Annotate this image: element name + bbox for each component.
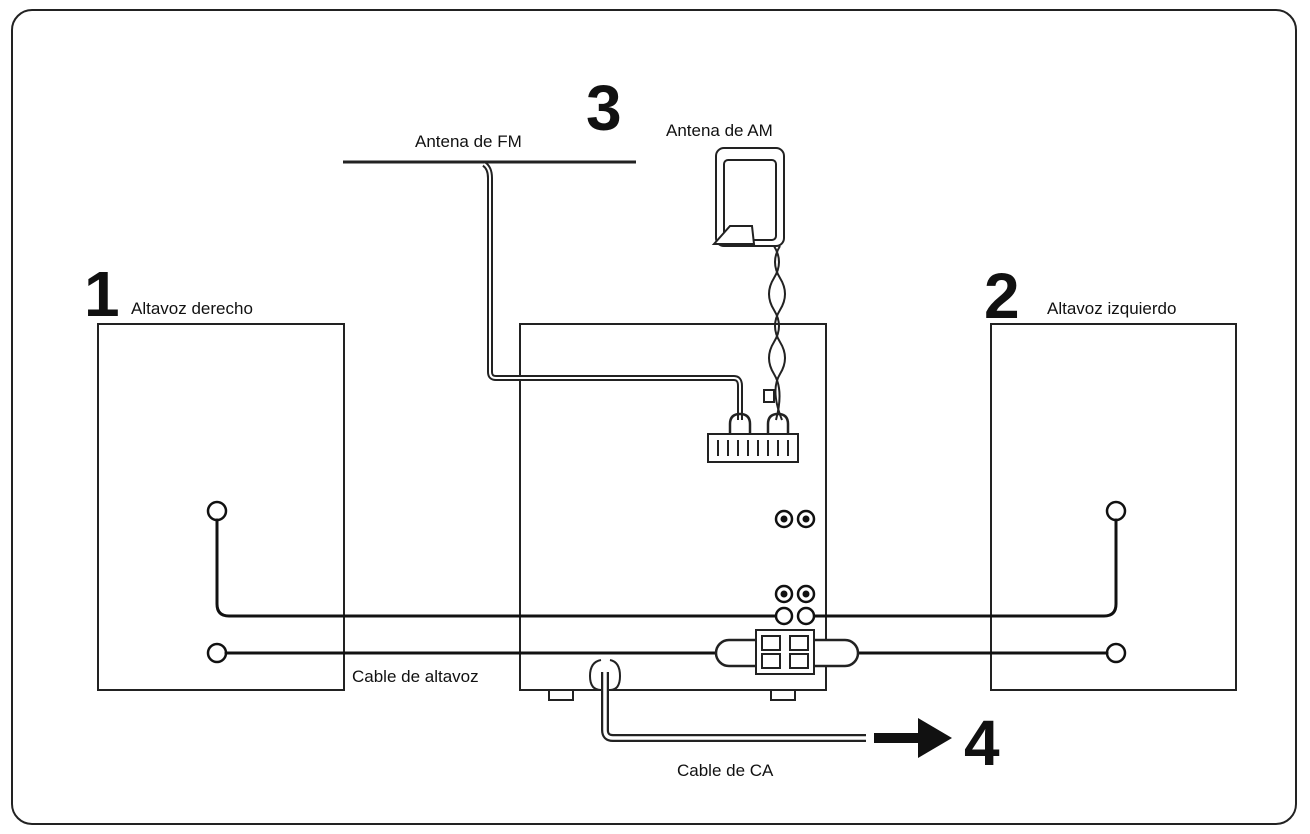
- ac-power-cable: [588, 659, 866, 742]
- am-loop-antenna: [711, 147, 786, 421]
- speaker-terminal-block: [714, 629, 860, 675]
- antenna-terminal-block: [707, 412, 799, 463]
- speaker-cable-label: Cable de altavoz: [352, 667, 479, 686]
- left-speaker-terminal-bottom: [1105, 642, 1127, 664]
- fm-antenna-label: Antena de FM: [415, 132, 522, 151]
- right-speaker-label: Altavoz derecho: [131, 299, 253, 318]
- arrow-to-step-4-icon: [874, 718, 952, 758]
- main-unit-jacks: [774, 509, 816, 604]
- left-speaker-terminal-top: [1105, 500, 1127, 522]
- fm-antenna: [343, 160, 743, 420]
- step-1-number: 1: [84, 258, 120, 330]
- right-speaker-terminal-bottom: [206, 642, 228, 664]
- left-speaker-label: Altavoz izquierdo: [1047, 299, 1176, 318]
- main-unit-foot-left: [548, 689, 574, 701]
- speaker-plug-left: [796, 606, 816, 626]
- step-4-number: 4: [964, 707, 1000, 779]
- step-2-number: 2: [984, 260, 1020, 332]
- speaker-cables: [215, 518, 1118, 655]
- main-unit-foot-right: [770, 689, 796, 701]
- right-speaker-terminal-top: [206, 500, 228, 522]
- speaker-plug-right: [774, 606, 794, 626]
- step-3-number: 3: [586, 72, 622, 144]
- ac-cable-label: Cable de CA: [677, 761, 774, 780]
- am-antenna-label: Antena de AM: [666, 121, 773, 140]
